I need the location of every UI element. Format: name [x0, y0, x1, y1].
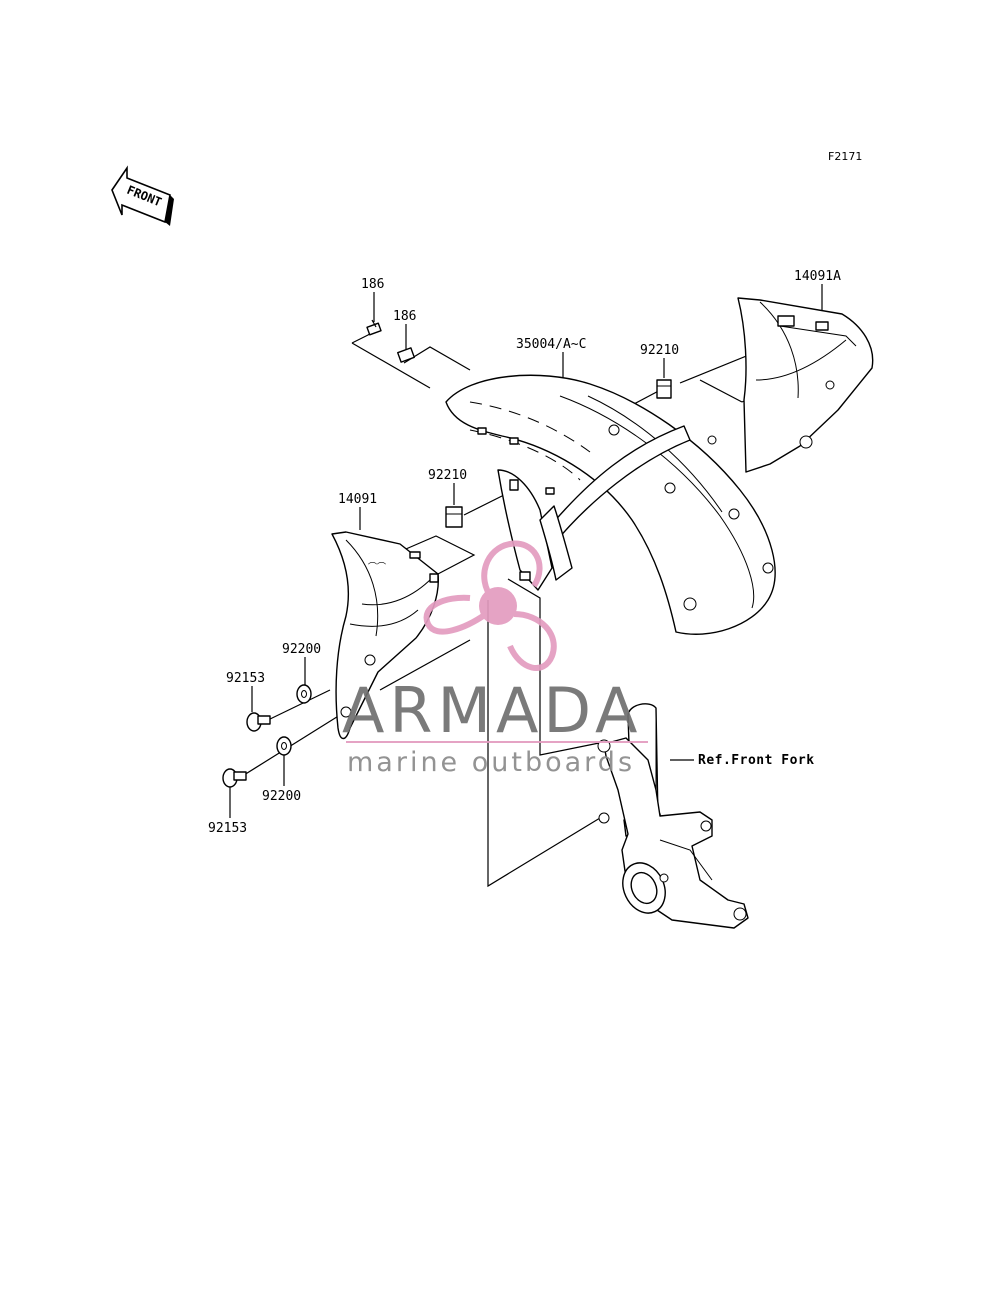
label-washer-92200-upper: 92200	[282, 642, 321, 657]
label-bolt-186-a: 186	[361, 277, 384, 292]
propeller-logo-icon	[423, 540, 557, 671]
front-arrow-icon: FRONT	[111, 165, 174, 226]
label-cover-14091: 14091	[338, 492, 377, 507]
screw-92153-lower	[222, 768, 247, 788]
label-nut-92210-right: 92210	[640, 343, 679, 358]
label-screw-92153-upper: 92153	[226, 671, 265, 686]
watermark-brand: ARMADA	[342, 674, 642, 747]
label-washer-92200-lower: 92200	[262, 789, 301, 804]
washer-92200-lower	[276, 736, 292, 756]
label-fender-35004: 35004/A~C	[516, 337, 586, 352]
bolt-186-b	[397, 347, 415, 363]
propeller-hub-icon	[479, 587, 517, 625]
label-cover-14091a: 14091A	[794, 269, 841, 284]
label-screw-92153-lower: 92153	[208, 821, 247, 836]
washer-92200-upper	[296, 684, 312, 704]
nut-92210-left	[445, 506, 463, 528]
label-ref-front-fork: Ref.Front Fork	[698, 753, 815, 768]
cover-14091a	[737, 297, 874, 473]
watermark-tagline: marine outboards	[347, 747, 635, 778]
front-fork	[597, 703, 749, 929]
nut-92210-right	[656, 379, 672, 399]
screw-92153-upper	[246, 712, 271, 732]
label-nut-92210-left: 92210	[428, 468, 467, 483]
label-bolt-186-b: 186	[393, 309, 416, 324]
bolt-186-a	[366, 319, 382, 336]
figure-code: F2171	[828, 150, 862, 163]
watermark-logo: ARMADA marine outboards	[342, 540, 648, 778]
svg-text:⌒⌒: ⌒⌒	[368, 562, 386, 573]
